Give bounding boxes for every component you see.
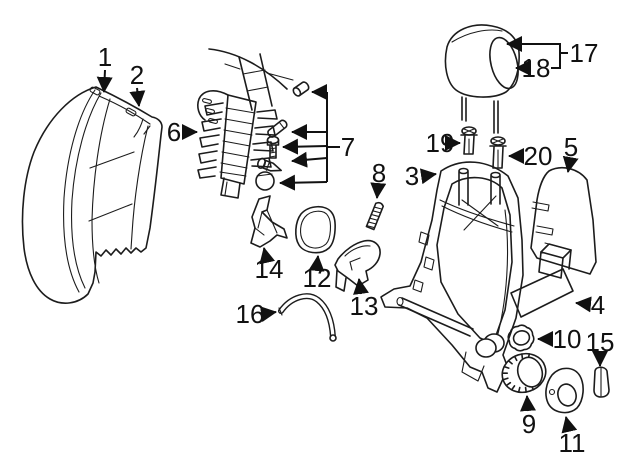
callout-10-label: 10 xyxy=(553,324,582,354)
callout-20-label: 20 xyxy=(524,141,553,171)
callout-12: 12 xyxy=(303,255,332,293)
fastener-cap-drawing xyxy=(292,81,310,97)
callout-19: 19 xyxy=(426,128,461,158)
seat-frame-drawing xyxy=(380,161,524,393)
fastener-screw-drawing xyxy=(256,157,283,172)
callout-2-label: 2 xyxy=(130,60,144,90)
callout-16-label: 16 xyxy=(236,299,265,329)
callout-7-label: 7 xyxy=(341,132,355,162)
fastener-cap-nut-drawing xyxy=(255,171,275,191)
callout-12-label: 12 xyxy=(303,263,332,293)
seat-back-cushion-drawing xyxy=(21,86,163,304)
trim-tube-drawing xyxy=(278,293,337,342)
callout-3: 3 xyxy=(405,161,437,191)
callout-15-label: 15 xyxy=(586,327,615,357)
callout-14: 14 xyxy=(255,247,284,284)
fastener-pin-drawing xyxy=(267,119,288,138)
pad-drawing xyxy=(510,268,574,318)
callout-17-label: 17 xyxy=(570,38,599,68)
callout-15: 15 xyxy=(586,327,615,367)
trim-ring-drawing xyxy=(295,205,336,254)
callout-3-label: 3 xyxy=(405,161,419,191)
callout-7: 7 xyxy=(279,84,355,191)
callout-18: 18 xyxy=(515,53,551,83)
recliner-knob-drawing xyxy=(501,352,547,394)
callout-4-label: 4 xyxy=(591,290,605,320)
callout-17: 17 xyxy=(506,36,599,69)
fastener-bolt-drawing xyxy=(266,135,280,159)
callout-16: 16 xyxy=(236,299,277,329)
callout-4: 4 xyxy=(575,290,605,320)
callout-6-label: 6 xyxy=(167,117,181,147)
callout-9-label: 9 xyxy=(522,409,536,439)
callout-5: 5 xyxy=(562,132,579,173)
callout-1-label: 1 xyxy=(98,42,112,72)
guide-sleeve-long-drawing xyxy=(489,136,507,169)
trim-cover-drawing xyxy=(334,239,381,292)
callout-2: 2 xyxy=(129,60,146,107)
callout-6: 6 xyxy=(167,117,198,147)
callout-11: 11 xyxy=(559,416,586,458)
callout-11-label: 11 xyxy=(559,428,586,458)
headrest-drawing xyxy=(444,24,520,134)
callout-13-label: 13 xyxy=(350,291,379,321)
callout-14-label: 14 xyxy=(255,254,284,284)
bracket-drawing xyxy=(250,195,288,248)
callout-20: 20 xyxy=(508,141,553,171)
callout-18-label: 18 xyxy=(522,53,551,83)
callout-1: 1 xyxy=(96,42,113,93)
callout-5-label: 5 xyxy=(564,132,578,162)
callout-8: 8 xyxy=(370,158,386,199)
callout-19-label: 19 xyxy=(426,128,455,158)
lumbar-spring-mat-drawing xyxy=(197,48,294,199)
callout-10: 10 xyxy=(537,324,582,354)
side-cover-drawing xyxy=(545,367,584,414)
callout-13: 13 xyxy=(350,278,379,321)
cap-drawing xyxy=(593,366,610,398)
callout-8-label: 8 xyxy=(372,158,386,188)
back-panel-drawing xyxy=(530,167,597,279)
guide-sleeve-short-drawing xyxy=(460,126,478,155)
threaded-rod-drawing xyxy=(365,201,385,231)
adjuster-nut-drawing xyxy=(507,324,535,352)
callout-9: 9 xyxy=(520,395,536,439)
